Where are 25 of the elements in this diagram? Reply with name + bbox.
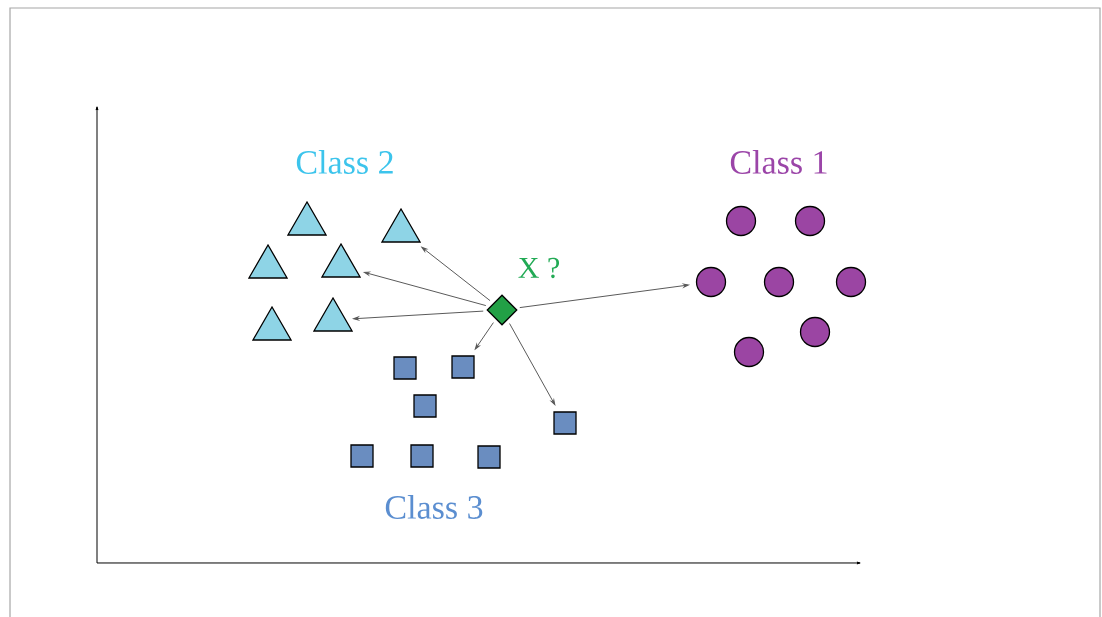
- arrow: [509, 323, 556, 406]
- circle-marker: [835, 266, 867, 298]
- circle-marker: [733, 336, 765, 368]
- circle-marker: [763, 266, 795, 298]
- class-label: Class 1: [730, 150, 827, 174]
- square-marker: [553, 411, 577, 435]
- point-label: X ?: [518, 257, 559, 279]
- class-label: Class 2: [296, 150, 393, 174]
- arrow: [363, 271, 487, 307]
- class-label: Class 3: [385, 495, 483, 519]
- square-marker: [350, 444, 374, 468]
- circle-marker: [799, 316, 831, 348]
- diamond-marker: [486, 294, 518, 326]
- square-marker: [477, 445, 501, 469]
- arrow: [474, 322, 494, 350]
- arrow: [421, 246, 491, 302]
- square-marker: [410, 444, 434, 468]
- circle-marker: [695, 266, 727, 298]
- arrow: [353, 310, 484, 321]
- square-marker: [393, 356, 417, 380]
- circle-marker: [725, 205, 757, 237]
- square-marker: [451, 355, 475, 379]
- square-marker: [413, 394, 437, 418]
- arrow: [519, 283, 689, 309]
- circle-marker: [794, 205, 826, 237]
